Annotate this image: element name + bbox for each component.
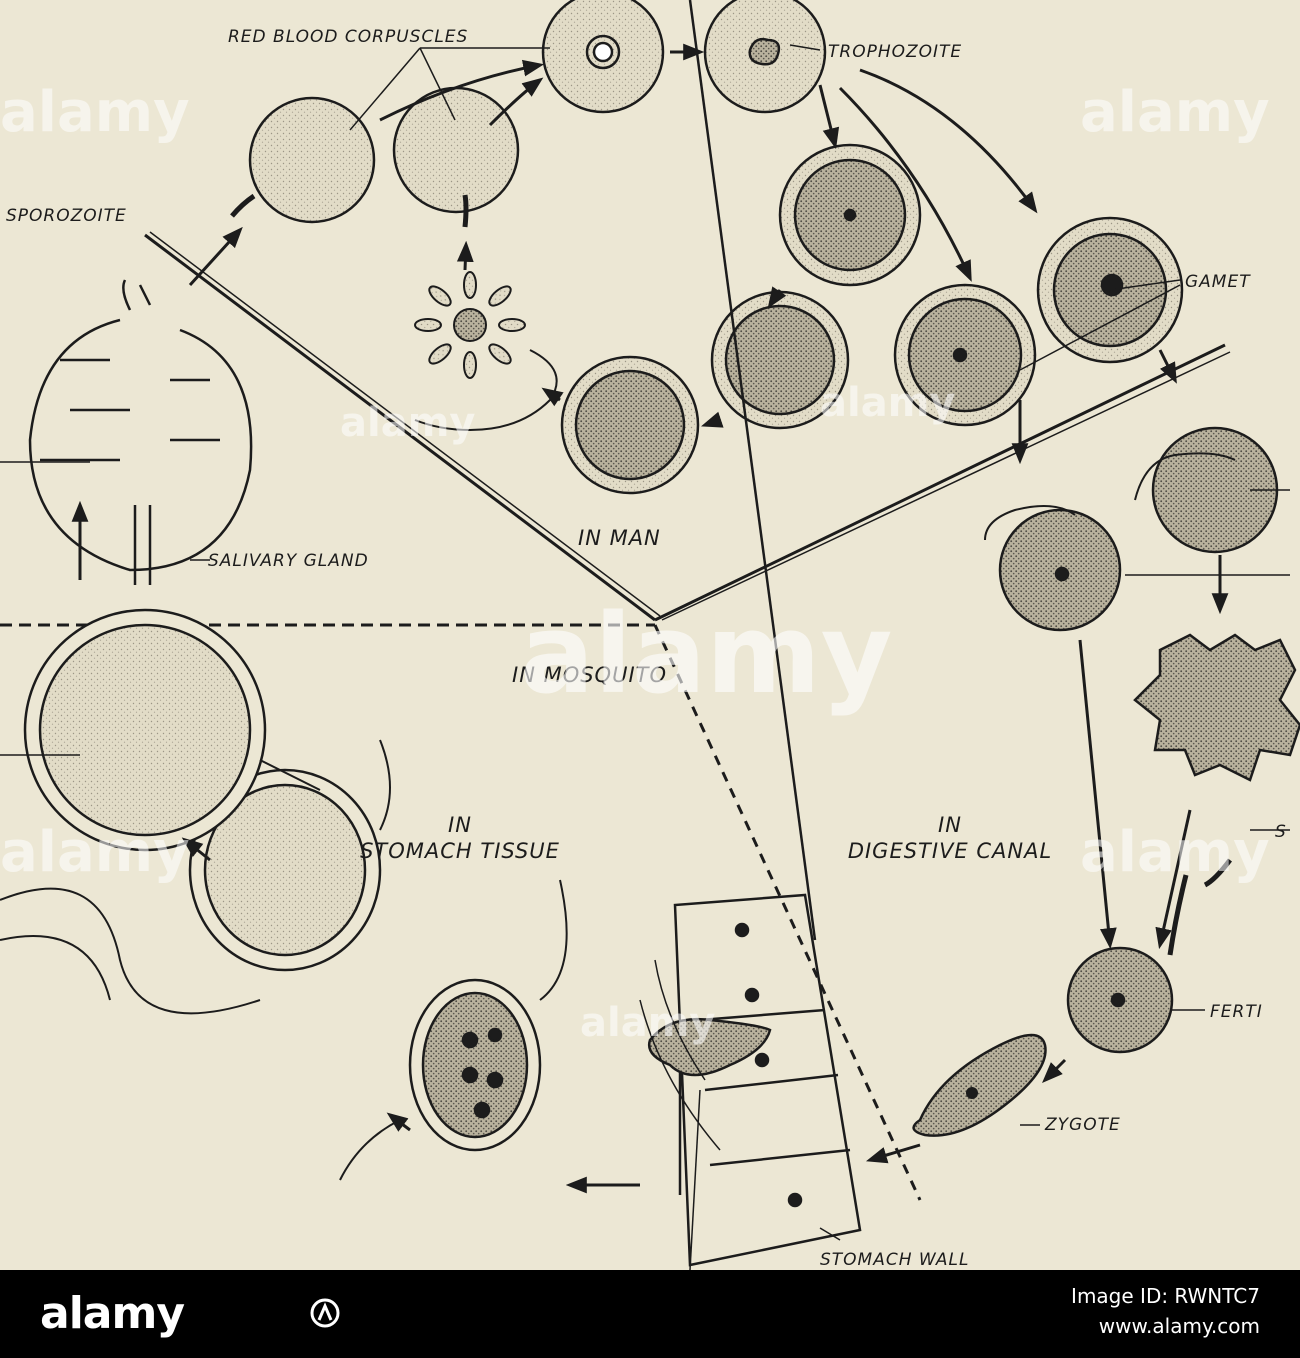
merozoite-rosette bbox=[414, 271, 526, 379]
label-stomach-wall: STOMACH WALL bbox=[820, 1250, 970, 1270]
watermark: alamy bbox=[340, 400, 476, 446]
watermark: alamy bbox=[820, 380, 956, 426]
alamy-a-icon bbox=[310, 1298, 340, 1328]
stomach-wall-drawing bbox=[639, 0, 862, 1267]
region-in-man: IN MAN bbox=[578, 526, 661, 550]
region-in-stomach-tissue-line2: STOMACH TISSUE bbox=[360, 839, 560, 863]
divider-right-2 bbox=[661, 351, 1231, 621]
label-gamet: GAMET bbox=[1185, 272, 1251, 292]
divider-left bbox=[144, 233, 656, 622]
region-in-digestive-canal-line2: DIGESTIVE CANAL bbox=[847, 839, 1053, 863]
watermark: alamy bbox=[1080, 820, 1270, 885]
watermark-center: alamy bbox=[520, 590, 893, 718]
salivary-gland-drawing bbox=[28, 279, 253, 585]
watermark: alamy bbox=[0, 80, 190, 145]
watermark: alamy bbox=[1080, 80, 1270, 145]
region-in-digestive-canal: IN DIGESTIVE CANAL bbox=[840, 812, 1060, 864]
label-trophozoite: TROPHOZOITE bbox=[828, 42, 963, 62]
rbc-2 bbox=[392, 86, 520, 214]
label-zygote: ZYGOTE bbox=[1045, 1115, 1121, 1135]
label-salivary-gland: SALIVARY GLAND bbox=[208, 551, 369, 571]
region-in-stomach-tissue-line1: IN bbox=[448, 813, 472, 837]
divider-left-2 bbox=[149, 231, 661, 617]
divider-diagonal bbox=[653, 624, 922, 1201]
label-fertil: FERTI bbox=[1210, 1002, 1263, 1022]
site-url[interactable]: www.alamy.com bbox=[1098, 1314, 1260, 1338]
life-cycle-diagram: RED BLOOD CORPUSCLES TROPHOZOITE SPOROZO… bbox=[0, 0, 1300, 1270]
rbc-1 bbox=[248, 96, 376, 224]
image-id: Image ID: RWNTC7 bbox=[1071, 1284, 1260, 1308]
label-s-cut: S bbox=[1275, 822, 1287, 842]
watermark: alamy bbox=[580, 1000, 716, 1046]
divider-right bbox=[654, 343, 1226, 622]
region-in-stomach-tissue: IN STOMACH TISSUE bbox=[360, 812, 560, 864]
footer-bar: alamy Image ID: RWNTC7 www.alamy.com bbox=[0, 1270, 1300, 1358]
region-in-digestive-canal-line1: IN bbox=[938, 813, 962, 837]
watermark: alamy bbox=[0, 820, 190, 885]
label-sporozoite: SPOROZOITE bbox=[6, 206, 127, 226]
alamy-logo[interactable]: alamy bbox=[40, 1288, 185, 1339]
label-red-blood-corpuscles: RED BLOOD CORPUSCLES bbox=[228, 27, 469, 47]
region-in-mosquito: IN MOSQUITO bbox=[512, 663, 668, 687]
diagram-drawing bbox=[0, 0, 1300, 1270]
